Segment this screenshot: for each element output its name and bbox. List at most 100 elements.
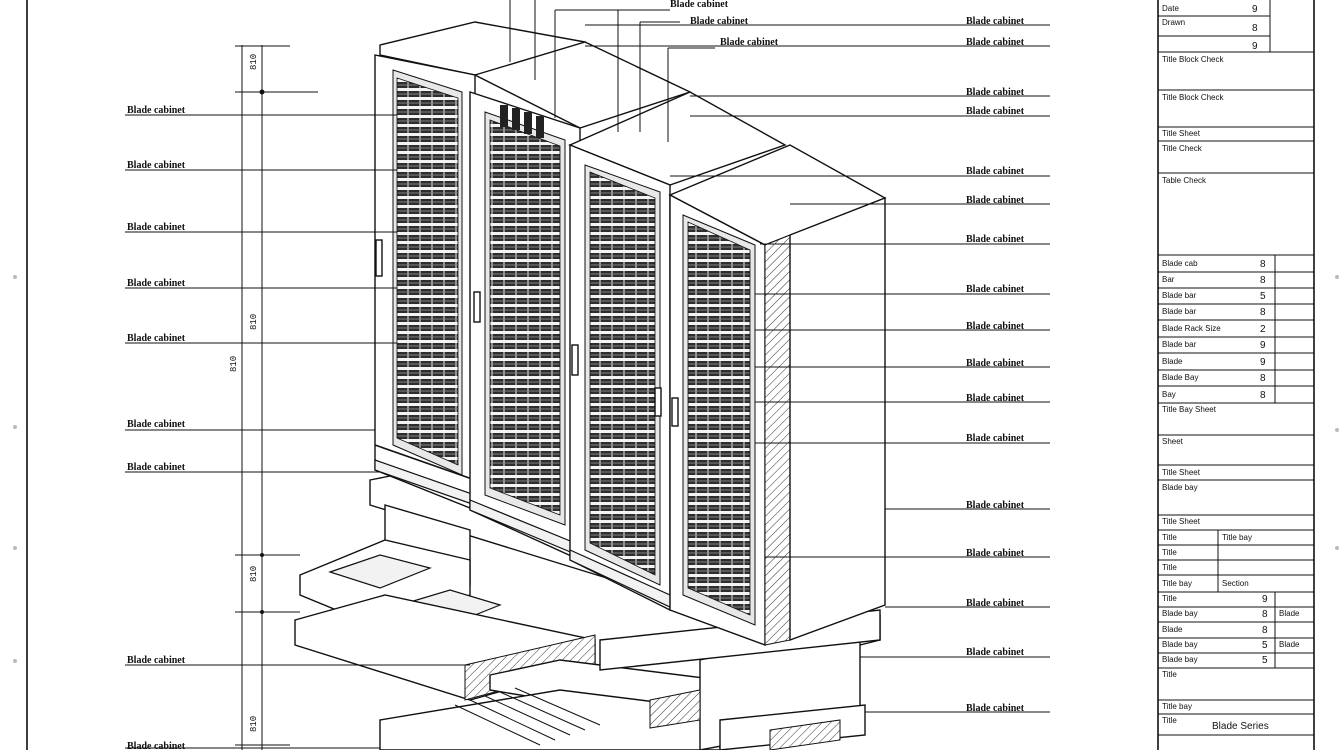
callout-label: Blade cabinet [966,195,1025,206]
pair-label: Title [1162,548,1177,557]
callout-label: Blade cabinet [966,598,1025,609]
note-label: Blade bay [1162,483,1198,492]
dimension-lines [235,45,318,750]
spec-label: Blade Rack Size [1162,324,1221,333]
callout-label: Blade cabinet [966,321,1025,332]
spec-value: 5 [1260,291,1266,302]
bottom-row-extra: Blade [1279,609,1300,618]
pair-label: Title [1162,563,1177,572]
dimension-label: 810 [249,54,259,70]
dimension-texts: 810 810 810 810 810 [229,54,259,732]
spec-label: Blade [1162,357,1183,366]
bottom-row-extra: Blade [1279,640,1300,649]
bottom-row-label: Title [1162,594,1177,603]
top-leaders [509,0,715,142]
footer-label: Title bay [1162,702,1192,711]
spec-label: Bar [1162,275,1175,284]
bottom-row-label: Blade bay [1162,655,1198,664]
callout-label: Blade cabinet [966,106,1025,117]
base-slats [454,687,601,746]
dimension-label: 810 [249,566,259,582]
callout-label: Blade cabinet [966,548,1025,559]
footer-label: Title [1162,716,1177,725]
callout-label: Blade cabinet [720,37,779,48]
pair-label: Title [1162,533,1177,542]
callout-label: Blade cabinet [670,0,729,10]
spec-value: 9 [1260,340,1266,351]
title-block-section: Title Sheet [1162,129,1201,138]
spec-label: Blade cab [1162,259,1198,268]
spec-label: Blade Bay [1162,373,1198,382]
title-block-section: Title Block Check [1162,93,1225,102]
left-callout-labels: Blade cabinet Blade cabinet Blade cabine… [127,105,186,750]
right-leaders [585,24,1050,713]
callout-label: Blade cabinet [966,500,1025,511]
left-leaders [125,114,470,749]
spec-value: 8 [1260,275,1266,286]
pair-label: Title bay [1162,579,1192,588]
right-callout-labels: Blade cabinet Blade cabinet Blade cabine… [966,16,1025,714]
dimension-label: 810 [249,716,259,732]
server-cabinet-4 [668,144,887,647]
spec-table: Blade cab 8 Bar 8 Blade bar 5 Blade bar … [1158,259,1314,404]
bottom-row-value: 8 [1262,625,1268,636]
spec-label: Bay [1162,390,1176,399]
bottom-row-value: 8 [1262,609,1268,620]
callout-label: Blade cabinet [966,393,1025,404]
server-cabinet-1 [374,21,586,512]
pair-value: Section [1222,579,1249,588]
callout-label: Blade cabinet [966,703,1025,714]
callout-label: Blade cabinet [127,222,186,233]
spec-value: 8 [1260,307,1266,318]
bottom-row-value: 5 [1262,640,1268,651]
callout-label: Blade cabinet [127,462,186,473]
title-block-label: Date [1162,4,1179,13]
bottom-row-label: Blade bay [1162,609,1198,618]
pair-value: Title bay [1222,533,1252,542]
bottom-row-value: 5 [1262,655,1268,666]
callout-label: Blade cabinet [966,433,1025,444]
callout-label: Blade cabinet [966,647,1025,658]
callout-label: Blade cabinet [127,333,186,344]
note-label: Title Sheet [1162,468,1201,477]
callout-label: Blade cabinet [127,419,186,430]
callout-label: Blade cabinet [966,16,1025,27]
callout-label: Blade cabinet [127,105,186,116]
footer-label: Title [1162,670,1177,679]
spec-label: Blade bar [1162,307,1197,316]
title-block-label: Drawn [1162,18,1185,27]
callout-label: Blade cabinet [966,234,1025,245]
callout-label: Blade cabinet [966,87,1025,98]
callout-label: Blade cabinet [127,160,186,171]
spec-value: 8 [1260,259,1266,270]
spec-value: 8 [1260,373,1266,384]
note-label: Sheet [1162,437,1184,446]
callout-label: Blade cabinet [966,358,1025,369]
bottom-row-label: Blade [1162,625,1183,634]
bottom-row-label: Blade bay [1162,640,1198,649]
top-callout-labels: Blade cabinet Blade cabinet Blade cabine… [670,0,779,48]
spec-value: 8 [1260,390,1266,401]
note-label: Title Bay Sheet [1162,405,1217,414]
footer-title: Blade Series [1212,721,1269,732]
callout-label: Blade cabinet [966,37,1025,48]
title-block-section: Title Block Check [1162,55,1225,64]
spec-value: 9 [1260,357,1266,368]
registration-marks [13,275,1339,663]
callout-label: Blade cabinet [966,284,1025,295]
dimension-label: 810 [249,314,259,330]
callout-label: Blade cabinet [127,655,186,666]
callout-label: Blade cabinet [127,278,186,289]
title-block: Date 9 Drawn 8 9 Title Block Check Title… [1157,0,1315,750]
dimension-label: 810 [229,356,239,372]
bottom-row-value: 9 [1262,594,1268,605]
pair-label: Title Sheet [1162,517,1201,526]
callout-label: Blade cabinet [127,741,186,750]
spec-label: Blade bar [1162,340,1197,349]
callout-label: Blade cabinet [690,16,749,27]
spec-value: 2 [1260,324,1266,335]
title-block-value: 8 [1252,23,1258,34]
title-block-value: 9 [1252,41,1258,52]
server-cabinet-3 [568,91,787,612]
